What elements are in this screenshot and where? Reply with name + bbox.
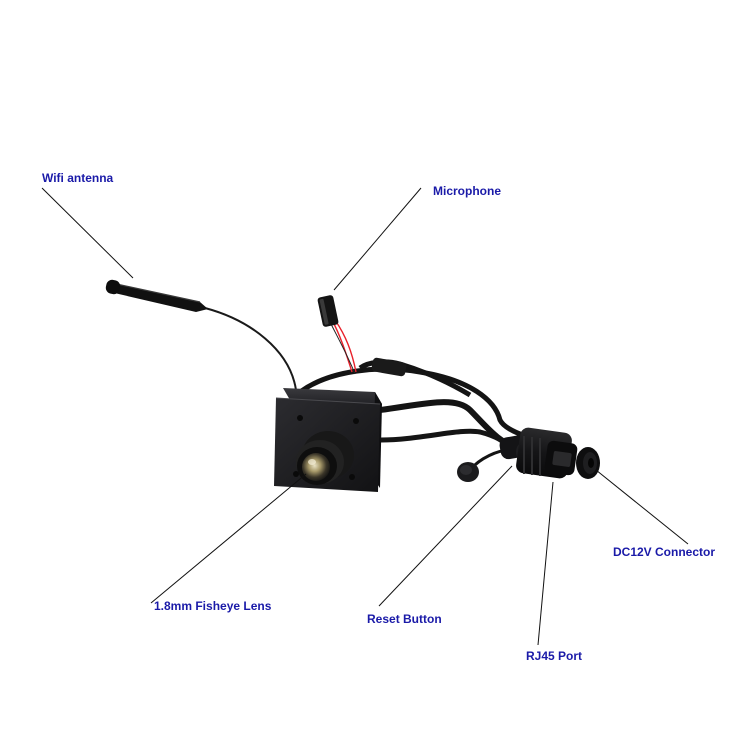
lens-label: 1.8mm Fisheye Lens bbox=[154, 599, 272, 613]
wifi-antenna-label: Wifi antenna bbox=[42, 171, 114, 185]
dc-connector bbox=[576, 447, 600, 479]
upper-cable bbox=[297, 366, 553, 443]
microphone bbox=[317, 295, 339, 327]
leader-line-dc bbox=[595, 469, 689, 545]
leader-line-wifi bbox=[41, 187, 134, 279]
leader-line-microphone bbox=[333, 187, 422, 291]
lower-cable bbox=[377, 428, 523, 455]
mic-wire-black bbox=[329, 321, 356, 375]
reset-button-label: Reset Button bbox=[367, 612, 442, 626]
cable-sleeve bbox=[371, 357, 407, 377]
antenna-wire bbox=[204, 307, 297, 391]
rj45-connector bbox=[516, 427, 578, 479]
leader-line-rj45 bbox=[537, 481, 554, 646]
leader-line-reset bbox=[378, 465, 513, 607]
fisheye-lens bbox=[296, 431, 354, 485]
dc-connector-label: DC12V Connector bbox=[613, 545, 716, 559]
microphone-label: Microphone bbox=[433, 184, 501, 198]
leader-line-lens bbox=[150, 473, 307, 604]
rj45-port-label: RJ45 Port bbox=[526, 649, 583, 663]
wifi-antenna bbox=[105, 279, 208, 312]
mic-wire-red-2 bbox=[334, 319, 357, 373]
